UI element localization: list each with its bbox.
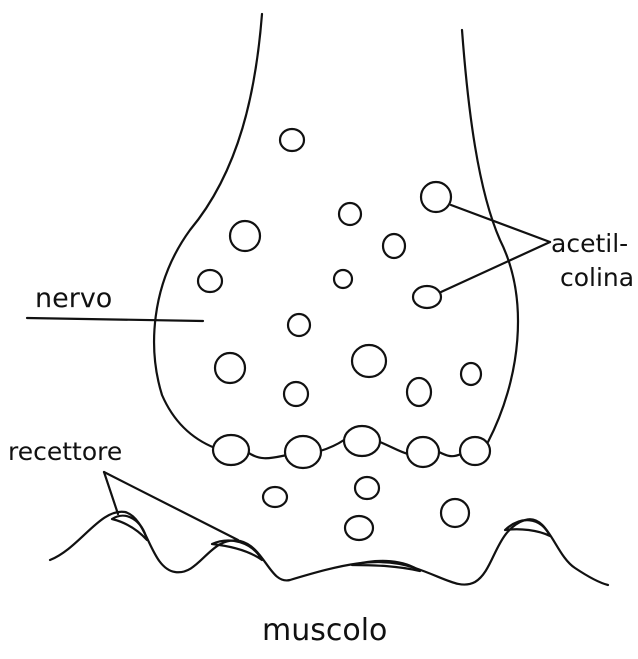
vesicle xyxy=(421,182,451,212)
fusing-vesicle-group xyxy=(213,426,490,468)
nerve-label: nervo xyxy=(35,283,112,314)
vesicle xyxy=(284,382,308,406)
released-vesicle xyxy=(355,477,379,499)
fusing-vesicle xyxy=(460,437,490,465)
vesicle-group xyxy=(198,129,481,406)
released-vesicle xyxy=(263,487,287,507)
vesicle xyxy=(288,314,310,336)
fusing-vesicle xyxy=(344,426,380,456)
receptor-leader-line-right xyxy=(104,472,238,540)
released-vesicle-group xyxy=(263,477,469,540)
vesicle xyxy=(198,270,222,292)
released-vesicle xyxy=(345,516,373,540)
vesicle xyxy=(339,203,361,225)
vesicle xyxy=(383,234,405,258)
fusing-vesicle xyxy=(213,435,249,465)
muscle-label: muscolo xyxy=(262,613,387,648)
muscle-membrane xyxy=(50,512,608,585)
acetylcholine-leader-upper xyxy=(451,205,550,242)
fusing-vesicle xyxy=(285,436,321,468)
acetylcholine-leader-lower xyxy=(441,242,550,292)
vesicle xyxy=(461,363,481,385)
vesicle xyxy=(280,129,304,151)
vesicle xyxy=(413,286,441,308)
acetylcholine-label-line2: colina xyxy=(560,263,634,292)
released-vesicle xyxy=(441,499,469,527)
vesicle xyxy=(215,353,245,383)
receptor-pocket-left xyxy=(112,516,147,540)
vesicle xyxy=(352,345,386,377)
vesicle xyxy=(407,378,431,406)
nerve-leader-line xyxy=(27,318,203,321)
vesicle xyxy=(334,270,352,288)
acetylcholine-label-line1: acetil- xyxy=(551,229,628,258)
fusing-vesicle xyxy=(407,437,439,467)
receptor-label: recettore xyxy=(8,437,122,466)
vesicle xyxy=(230,221,260,251)
